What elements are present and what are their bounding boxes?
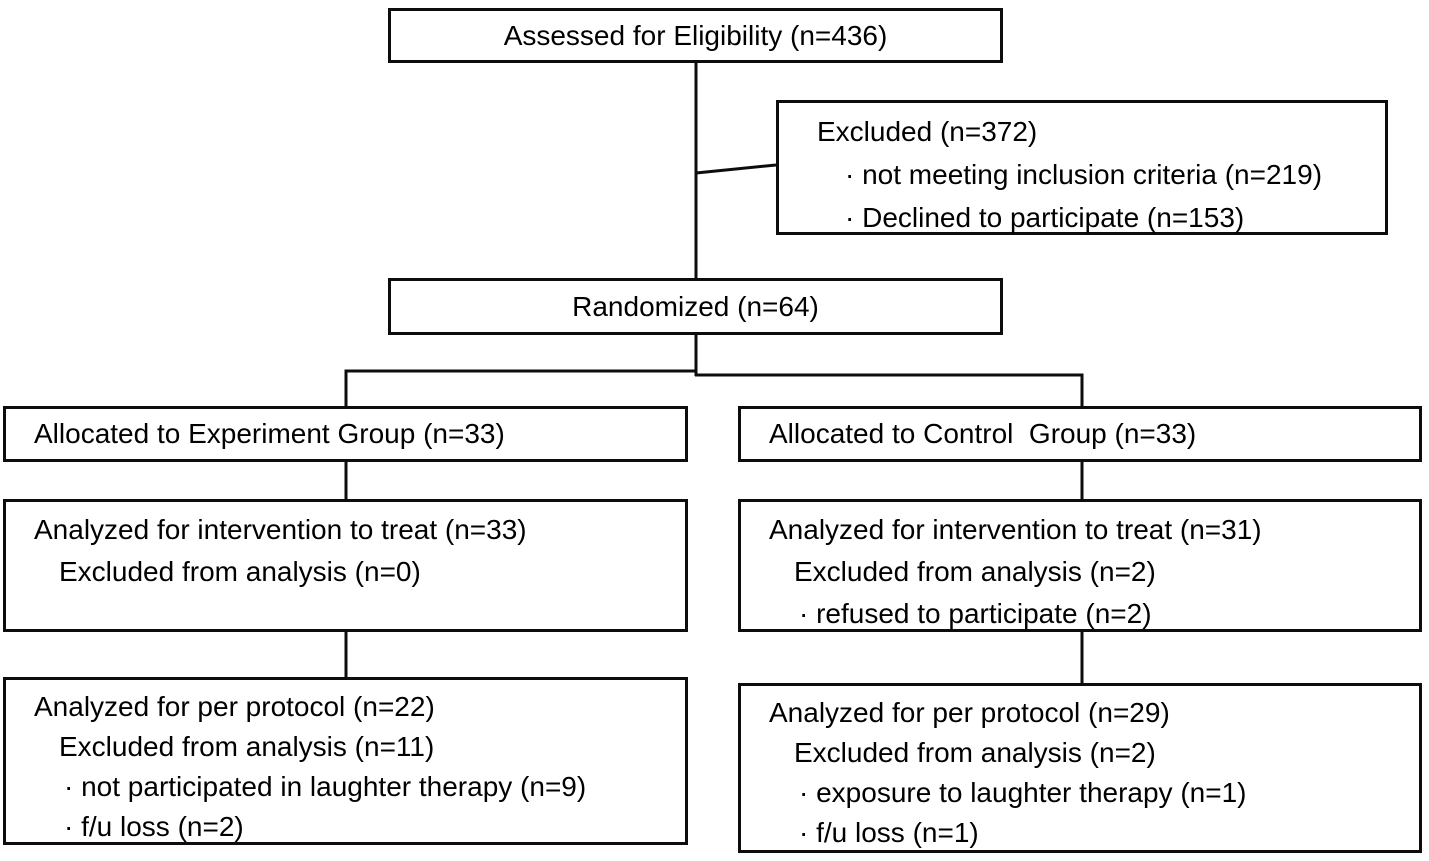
box-line: Assessed for Eligibility (n=436) — [503, 19, 888, 51]
box-line: Analyzed for intervention to treat (n=31… — [769, 514, 1262, 545]
box-line: Excluded (n=372) — [817, 116, 1038, 147]
box-excluded: Excluded (n=372) · not meeting inclusion… — [776, 100, 1388, 235]
box-allocated-experiment: Allocated to Experiment Group (n=33) — [3, 406, 688, 462]
box-analyzed-itt-control: Analyzed for intervention to treat (n=31… — [738, 499, 1422, 632]
box-line: Excluded from analysis (n=2) — [794, 556, 1156, 587]
connector-branch-left — [344, 369, 697, 407]
box-line: · exposure to laughter therapy (n=1) — [799, 777, 1247, 808]
box-allocated-control: Allocated to Control Group (n=33) — [738, 406, 1422, 462]
box-line: · f/u loss (n=2) — [64, 811, 244, 842]
box-line: · Declined to participate (n=153) — [845, 202, 1245, 233]
box-line: · not participated in laughter therapy (… — [64, 771, 587, 802]
box-line: Allocated to Control Group (n=33) — [769, 418, 1197, 449]
box-line: Randomized (n=64) — [572, 290, 819, 322]
box-line: Analyzed for per protocol (n=22) — [34, 691, 435, 722]
box-randomized: Randomized (n=64) — [388, 278, 1003, 335]
box-analyzed-pp-experiment: Analyzed for per protocol (n=22) Exclude… — [3, 677, 688, 845]
box-analyzed-pp-control: Analyzed for per protocol (n=29) Exclude… — [738, 683, 1422, 853]
box-line: · not meeting inclusion criteria (n=219) — [845, 159, 1323, 190]
box-line: Analyzed for intervention to treat (n=33… — [34, 514, 527, 545]
box-line: Allocated to Experiment Group (n=33) — [34, 418, 505, 449]
box-line: Excluded from analysis (n=11) — [59, 731, 435, 762]
box-line: · f/u loss (n=1) — [799, 817, 979, 848]
box-assessed-eligibility: Assessed for Eligibility (n=436) — [388, 8, 1003, 63]
box-line: Excluded from analysis (n=0) — [59, 556, 421, 587]
box-line: Analyzed for per protocol (n=29) — [769, 697, 1170, 728]
connector-branch-right — [695, 373, 1084, 407]
box-analyzed-itt-experiment: Analyzed for intervention to treat (n=33… — [3, 499, 688, 632]
box-line: · refused to participate (n=2) — [799, 598, 1152, 629]
box-line: Excluded from analysis (n=2) — [794, 737, 1156, 768]
connector-excluded-branch — [695, 163, 777, 175]
